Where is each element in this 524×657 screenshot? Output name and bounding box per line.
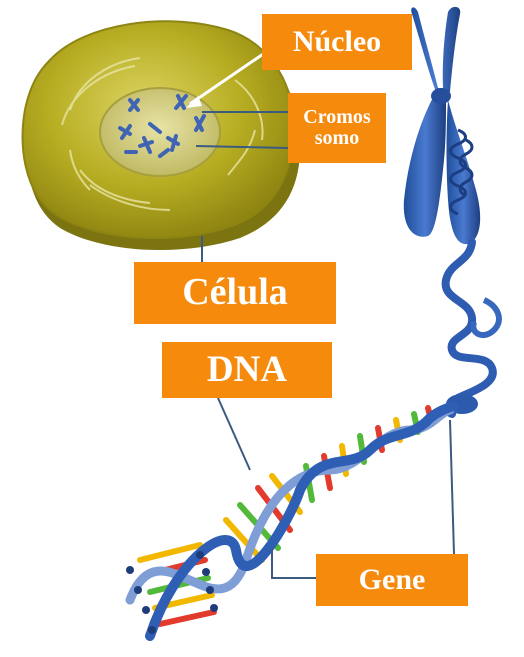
dna-line — [218, 398, 250, 470]
nucleus-label-text: Núcleo — [293, 26, 381, 58]
dna-label: DNA — [162, 342, 332, 398]
gene-label: Gene — [316, 554, 468, 606]
nucleus-label: Núcleo — [262, 14, 412, 70]
chromosome-label-line-1: Cromos — [303, 107, 370, 128]
chromosome-label: Cromos somo — [288, 93, 386, 163]
chromosome-illustration — [404, 7, 499, 414]
cell-label-text: Célula — [182, 273, 288, 313]
gene-label-text: Gene — [359, 564, 426, 596]
gene-line-right — [450, 420, 454, 554]
cell-label: Célula — [134, 262, 336, 324]
chromosome-label-line-2: somo — [315, 128, 359, 149]
dna-label-text: DNA — [207, 351, 287, 390]
gene-line-left — [272, 548, 316, 578]
